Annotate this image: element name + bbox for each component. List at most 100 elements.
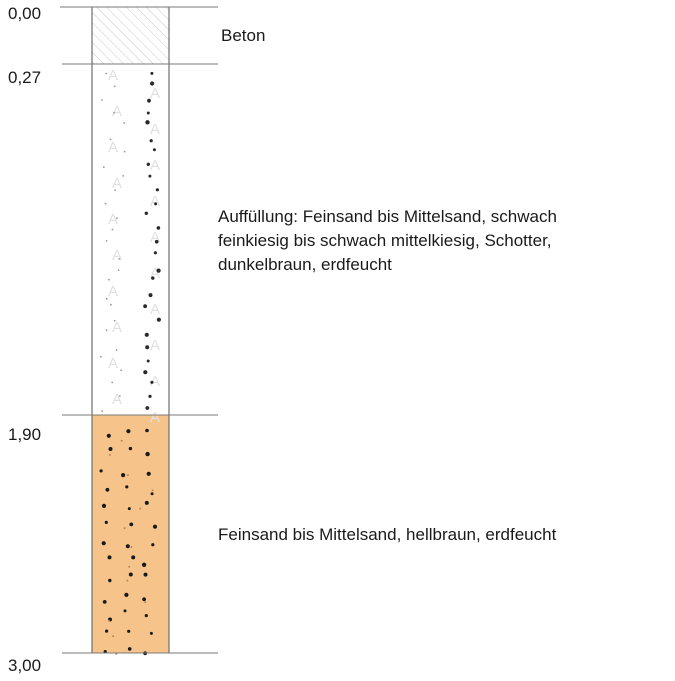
layer-beton [92,7,169,64]
sand-dot [108,578,112,583]
sand-dot [150,492,154,496]
sand-speck [101,99,103,101]
sand-dot [101,541,106,546]
gravel-dot [154,202,158,206]
sand-speck [105,72,107,75]
gravel-dot [150,71,154,75]
fill-glyph: A [108,355,118,372]
fill-glyph: A [150,301,160,318]
sand-dot [128,572,133,577]
sand-speck [120,439,123,442]
sand-speck [100,355,102,358]
sand-dot [143,572,148,577]
gravel-dot [153,251,157,255]
sand-dot [126,429,131,434]
gravel-dot [154,239,159,244]
sand-speck [126,474,129,477]
gravel-dot [144,211,148,215]
sand-speck [114,189,116,192]
fill-glyph: A [108,67,118,84]
sand-dot [145,428,149,433]
sand-speck [144,601,147,604]
fill-glyph: A [108,283,118,300]
fill-glyph: A [112,247,122,264]
sand-speck [117,269,120,271]
sand-speck [104,202,107,205]
sand-speck [109,138,112,141]
sand-dot [144,500,149,505]
gravel-dot [144,332,149,337]
gravel-dot [156,226,161,230]
layer-feinsand [92,415,169,653]
sand-speck [105,240,108,242]
sand-dot [124,592,129,598]
fill-glyph: A [112,103,122,120]
sand-dot [125,544,130,549]
sand-dot [123,609,127,613]
sand-dot [101,503,107,508]
sand-speck [115,349,118,351]
layer-description-feinsand: Feinsand bis Mittelsand, hellbraun, erdf… [218,523,556,547]
sand-dot [106,433,111,438]
sand-dot [108,447,113,451]
gravel-dot [156,317,161,322]
gravel-dot [146,162,150,166]
fill-glyph: A [150,193,160,210]
sand-speck [107,619,110,622]
sand-dot [127,629,131,633]
sand-dot [149,631,153,635]
sand-speck [105,329,108,332]
sand-speck [108,278,110,281]
description-line: Auffüllung: Feinsand bis Mittelsand, sch… [218,207,557,226]
sand-dot [128,446,133,451]
fill-glyph: A [112,391,122,408]
sand-dot [99,469,103,473]
fill-glyph: A [150,229,160,246]
gravel-dot [150,81,155,86]
gravel-dot [146,359,150,363]
sand-dot [131,555,136,560]
gravel-dot [148,293,153,298]
fill-glyph: A [150,85,160,102]
sand-speck [108,453,111,456]
gravel-dot [149,139,153,143]
sand-dot [127,647,132,651]
sand-speck [113,319,116,322]
sand-speck [123,150,126,153]
gravel-dot [148,174,152,178]
sand-dot [103,650,107,654]
gravel-dot [146,111,150,115]
layer-description-auffuellung: Auffüllung: Feinsand bis Mittelsand, sch… [218,205,557,277]
sand-dot [129,522,134,527]
gravel-dot [151,276,155,280]
sand-dot [152,524,158,529]
fill-glyph: A [112,175,122,192]
description-line: Feinsand bis Mittelsand, hellbraun, erdf… [218,525,557,544]
sand-speck [123,527,126,530]
fill-glyph: A [150,337,160,354]
sand-dot [145,451,150,457]
gravel-dot [152,148,156,152]
sand-speck [130,546,133,548]
layer-auffuellung [92,64,169,415]
gravel-dot [147,98,151,103]
description-line: dunkelbraun, erdfeucht [218,255,392,274]
sand-speck [118,258,121,260]
fill-glyph: A [150,373,160,390]
gravel-dot [143,304,148,309]
sand-dot [105,487,110,492]
gravel-dot [156,268,161,273]
sand-speck [102,166,105,169]
sand-speck [139,507,142,510]
gravel-dot [155,188,159,192]
gravel-dot [143,370,148,375]
sand-speck [101,410,104,413]
depth-label-1-90: 1,90 [8,425,42,444]
sand-dot [125,485,129,489]
fill-glyph: A [150,121,160,138]
description-line: feinkiesig bis schwach mittelkiesig, Sch… [218,231,552,250]
sand-speck [123,122,126,124]
sand-speck [151,489,154,492]
gravel-dot [145,345,150,350]
